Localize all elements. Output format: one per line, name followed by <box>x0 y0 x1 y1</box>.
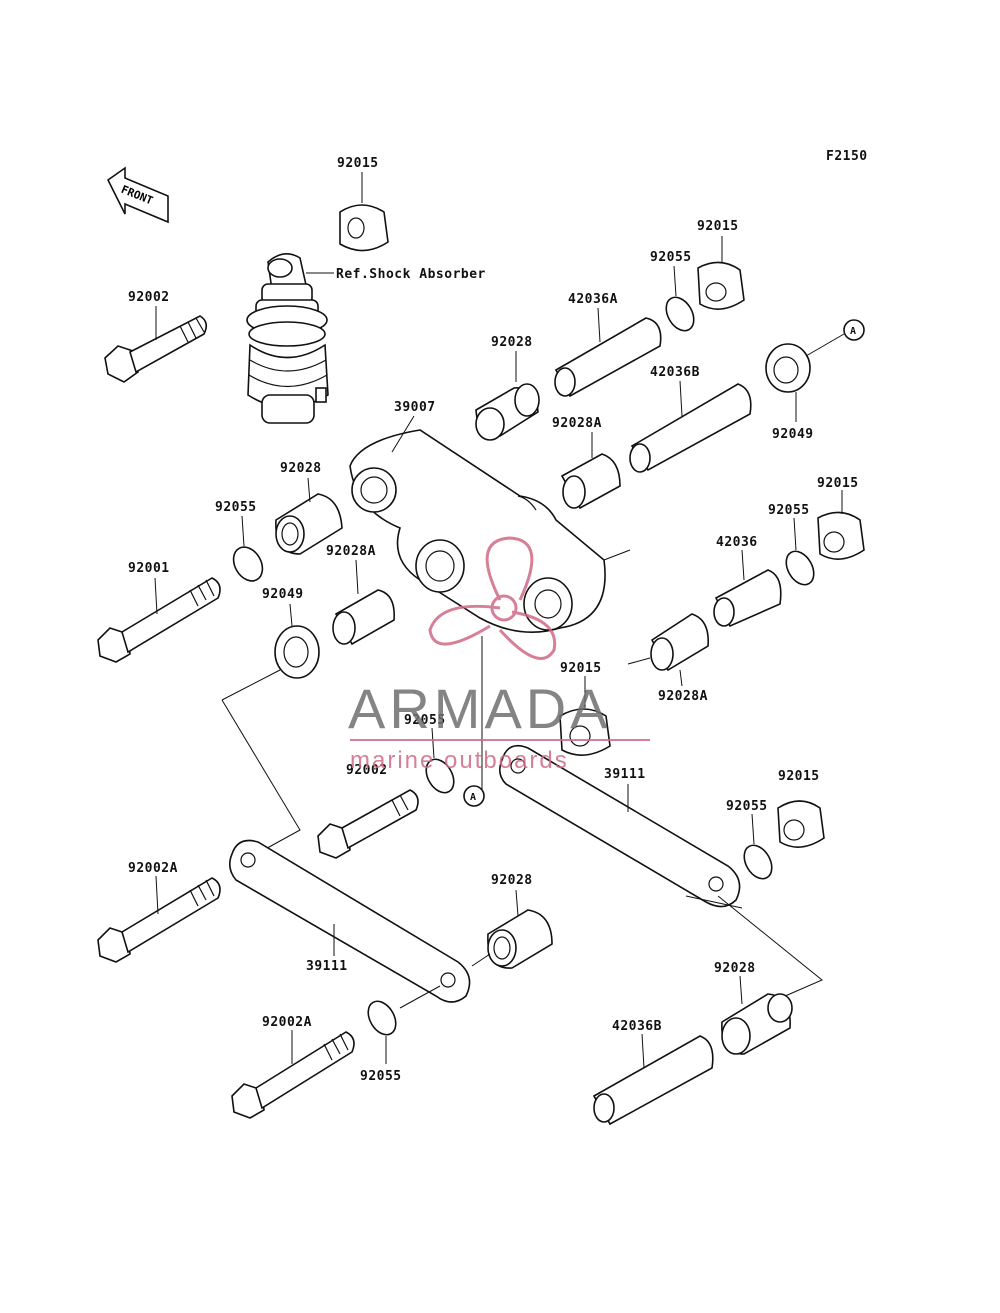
label-92002A-left: 92002A <box>128 861 178 876</box>
oring-92055-left <box>232 546 264 582</box>
label-92002-top: 92002 <box>128 290 170 305</box>
watermark-brand: ARMADA <box>348 677 612 740</box>
ref-shock-absorber-label: Ref.Shock Absorber <box>336 267 486 282</box>
label-92028A-right: 92028A <box>658 689 708 704</box>
label-92015-top: 92015 <box>337 156 379 171</box>
bolt-92002A-bottom <box>231 1031 355 1119</box>
collar-92015-right3 <box>777 800 825 848</box>
label-92055-center: 92055 <box>404 713 446 728</box>
label-39007: 39007 <box>394 400 436 415</box>
label-92049-right: 92049 <box>772 427 814 442</box>
collar-92015-right2 <box>817 511 865 560</box>
bushing-92028-lower <box>487 909 553 969</box>
label-92055-left: 92055 <box>215 500 257 515</box>
watermark-tagline: marine outboards <box>350 747 569 774</box>
collar-92015-center <box>559 708 611 756</box>
label-92028-lower-right: 92028 <box>714 961 756 976</box>
bushing-92028A-left <box>332 589 395 646</box>
sleeve-42036A <box>554 317 662 398</box>
bushing-92028-left <box>275 493 343 555</box>
link-39111-right <box>498 744 741 908</box>
leader-washer-to-link <box>221 669 301 853</box>
sleeve-42036B-bottom <box>592 1035 714 1126</box>
label-92001: 92001 <box>128 561 170 576</box>
bushing-92028-mid <box>475 383 540 441</box>
label-92002A-bottom: 92002A <box>262 1015 312 1030</box>
shock-absorber <box>246 253 329 424</box>
label-92028A-left: 92028A <box>326 544 376 559</box>
label-92055-bottom: 92055 <box>360 1069 402 1084</box>
washer-92049-right <box>765 343 811 393</box>
label-39111-left: 39111 <box>306 959 348 974</box>
label-42036B-bottom: 42036B <box>612 1019 662 1034</box>
watermark: ARMADA marine outboards <box>348 536 650 774</box>
label-92055-right3: 92055 <box>726 799 768 814</box>
label-92028A-mid: 92028A <box>552 416 602 431</box>
link-39111-left <box>228 839 471 1003</box>
oring-92055-center <box>425 758 455 794</box>
oring-92055-right1 <box>665 296 695 332</box>
label-39111-right: 39111 <box>604 767 646 782</box>
bolt-92002A-left <box>97 877 221 963</box>
label-92028-left: 92028 <box>280 461 322 476</box>
bolt-92001 <box>97 577 221 663</box>
label-92028-mid: 92028 <box>491 335 533 350</box>
front-arrow-icon: FRONT <box>106 166 169 224</box>
washer-92049-left <box>274 625 320 679</box>
oring-92055-right3 <box>743 844 773 880</box>
bolt-92002-center <box>317 789 419 859</box>
sleeve-42036B-top <box>629 383 752 473</box>
label-42036B-top: 42036B <box>650 365 700 380</box>
propeller-logo-icon <box>428 536 557 660</box>
sleeve-42036 <box>713 569 782 628</box>
label-92055-right1: 92055 <box>650 250 692 265</box>
ref-marker-a-center-text: A <box>470 792 477 803</box>
label-92015-center: 92015 <box>560 661 602 676</box>
label-42036A: 42036A <box>568 292 618 307</box>
ref-marker-a-top <box>843 319 865 341</box>
rocker-arm-39007 <box>349 429 606 633</box>
oring-92055-bottom <box>367 1000 397 1036</box>
leader-link-to-bushing <box>685 895 823 1001</box>
label-92015-right1: 92015 <box>697 219 739 234</box>
label-92049-left: 92049 <box>262 587 304 602</box>
collar-92015-top <box>339 204 389 252</box>
label-92015-right2: 92015 <box>817 476 859 491</box>
label-42036: 42036 <box>716 535 758 550</box>
ref-marker-a-top-text: A <box>850 326 857 337</box>
bushing-92028-lower-right <box>721 993 793 1055</box>
bolt-92002-top <box>104 315 208 383</box>
collar-92015-right1 <box>697 261 745 310</box>
label-92002-center: 92002 <box>346 763 388 778</box>
label-92028-lower: 92028 <box>491 873 533 888</box>
figure-code: F2150 <box>826 149 868 164</box>
label-92055-right2: 92055 <box>768 503 810 518</box>
oring-92055-right2 <box>785 550 815 586</box>
bushing-92028A-mid <box>560 453 621 510</box>
ref-marker-a-center <box>463 785 485 807</box>
label-92015-right3: 92015 <box>778 769 820 784</box>
bushing-92028A-right <box>650 613 709 672</box>
